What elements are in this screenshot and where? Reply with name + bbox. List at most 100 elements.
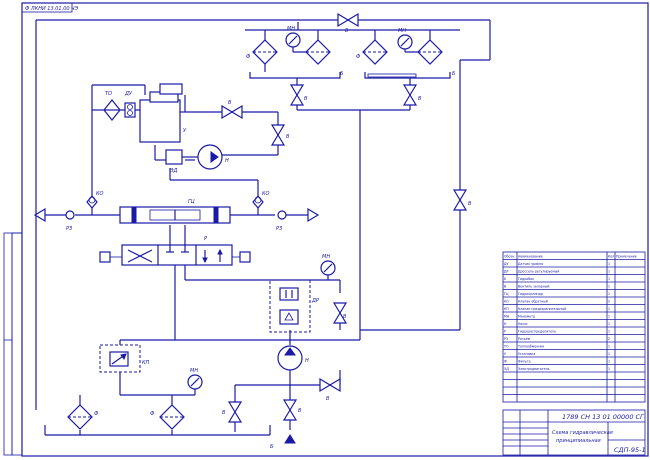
label-valve-lower-left: В: [222, 410, 226, 416]
spec-table-cell-pos: У: [504, 352, 506, 356]
label-valve-vent-right: В: [418, 96, 422, 102]
label-tank-left-top: Б: [340, 71, 344, 77]
label-sensor: ДУ: [124, 91, 133, 97]
spec-table-cell-pos: ДУ: [504, 262, 508, 266]
tank-right-top: [364, 72, 451, 79]
spec-table-cell-name: Гидробак: [518, 277, 534, 281]
spec-table-cell-pos: Б: [504, 277, 506, 281]
label-motor-unit: У: [183, 128, 187, 134]
spec-table-cell-name: Электродвигатель: [518, 367, 550, 371]
check-right: [252, 195, 264, 209]
drive: [165, 149, 195, 165]
spec-table-cell-qty: 1: [608, 352, 610, 356]
spec-table-cell-pos: МН: [504, 315, 510, 319]
title-line-1: Схема гидравлическая: [552, 430, 613, 436]
spec-table-cell-pos: ЭД: [504, 367, 509, 371]
label-valve-vent-left: В: [304, 96, 308, 102]
title-line-2: принципиальная: [556, 438, 601, 444]
spec-table-header: Примечание: [616, 255, 637, 259]
gauge-lower: [187, 374, 203, 395]
spec-table-cell-name: Вентиль запорный: [518, 285, 549, 289]
spec-table-cell-qty: 1: [608, 262, 610, 266]
label-valve-top: В: [345, 28, 349, 34]
spec-table-cell-qty: 1: [608, 270, 610, 274]
valve-right-vertical: [452, 189, 468, 211]
spec-table-cell-qty: 1: [608, 285, 610, 289]
spec-table-cell-pos: КО: [504, 300, 509, 304]
sensor: [124, 102, 136, 118]
gauge-mid-top: [285, 32, 318, 53]
spec-table-cell-qty: 2: [608, 300, 610, 304]
spec-table-cell-qty: 1: [608, 360, 610, 364]
spec-table-cell-name: Манометр: [518, 315, 535, 319]
spec-table-header: Обозн.: [504, 255, 515, 259]
valve-vent-left: [289, 84, 305, 106]
check-left: [86, 195, 98, 209]
header-code-box: [21, 2, 73, 13]
label-filter-lower-mid: Ф: [150, 411, 155, 417]
spec-table-header: Кол.: [608, 255, 615, 259]
pump-lower: [277, 345, 303, 371]
spec-table-cell-qty: 1: [608, 322, 610, 326]
valve-vent-right: [402, 84, 418, 106]
spec-table-cell-pos: Ф: [504, 360, 507, 364]
label-tank-right-top: Б: [452, 71, 456, 77]
spec-table-cell-pos: Р: [504, 330, 506, 334]
label-coupling-left: РЗ: [66, 226, 73, 232]
label-pump-lower: Н: [305, 358, 309, 364]
label-gauge-mid-top: МН: [287, 26, 295, 32]
spec-table-cell-pos: Н: [504, 322, 507, 326]
spec-table-cell-name: Насос: [518, 322, 528, 326]
spec-table-cell-qty: 1: [608, 367, 610, 371]
spec-table-cell-pos: КП: [504, 307, 509, 311]
filter-right-top: [362, 39, 388, 65]
spec-table-cell-qty: 1: [608, 277, 610, 281]
cooler: [92, 99, 125, 121]
spec-table-cell-qty: 1: [608, 292, 610, 296]
spec-table-cell-pos: ГЦ: [504, 292, 509, 296]
pump-upper: [195, 144, 223, 170]
spec-table-cell-qty: 1: [608, 315, 610, 319]
label-distributor: Р: [204, 236, 207, 242]
label-gauge-right-top: МН: [398, 28, 406, 34]
label-valve-throttle: В: [343, 314, 347, 320]
spec-table-cell-name: Датчик уровня: [518, 262, 543, 266]
label-valve-mid: В: [228, 100, 232, 106]
label-tank-lower: Б: [270, 444, 274, 450]
sheet-frame: [21, 2, 649, 457]
label-valve-lower-mid: В: [298, 408, 302, 414]
title-doc-code: 1789 СН 13 01 00000 СГ: [562, 413, 645, 421]
spec-table-cell-qty: 1: [608, 307, 610, 311]
spec-table-cell-qty: 1: [608, 330, 610, 334]
filter-lower-mid: [159, 404, 185, 430]
valve-throttle: [332, 302, 348, 330]
coupling-left: [33, 207, 75, 223]
header-code: Ф ЛКНИ 13.01.00 ЧЭ: [25, 6, 79, 12]
throttle-block: [269, 279, 311, 333]
gauge-mid: [320, 260, 336, 276]
label-pump-upper: Н: [225, 158, 229, 164]
spec-table-cell-name: Гидрораспределитель: [518, 330, 556, 334]
tank-left-top: [249, 72, 341, 79]
valve-lower-left: [227, 401, 243, 423]
coupling-right: [277, 207, 320, 223]
label-filter-right-top: Ф: [356, 54, 361, 60]
label-gauge-lower: МН: [190, 368, 198, 374]
spec-table-header: Наименование: [518, 255, 543, 259]
spec-table-cell-name: Дроссель регулируемый: [518, 270, 559, 274]
valve-top: [337, 12, 359, 28]
motor-unit: [139, 83, 186, 143]
spec-table-cell-name: Теплообменник: [517, 345, 545, 349]
filter-lower-left: [67, 404, 93, 430]
left-margin-stamp: [3, 232, 13, 456]
label-filter-left-top: Ф: [246, 54, 251, 60]
distributor: [99, 244, 251, 266]
spec-table-cell-pos: ДР: [504, 270, 508, 274]
spec-table-cell-name: Клапан предохранительный: [518, 307, 566, 311]
valve-lower-mid: [282, 399, 298, 444]
label-relief-valve: КП: [142, 360, 150, 366]
label-check-right: КО: [262, 191, 270, 197]
pipelines: [35, 19, 491, 436]
